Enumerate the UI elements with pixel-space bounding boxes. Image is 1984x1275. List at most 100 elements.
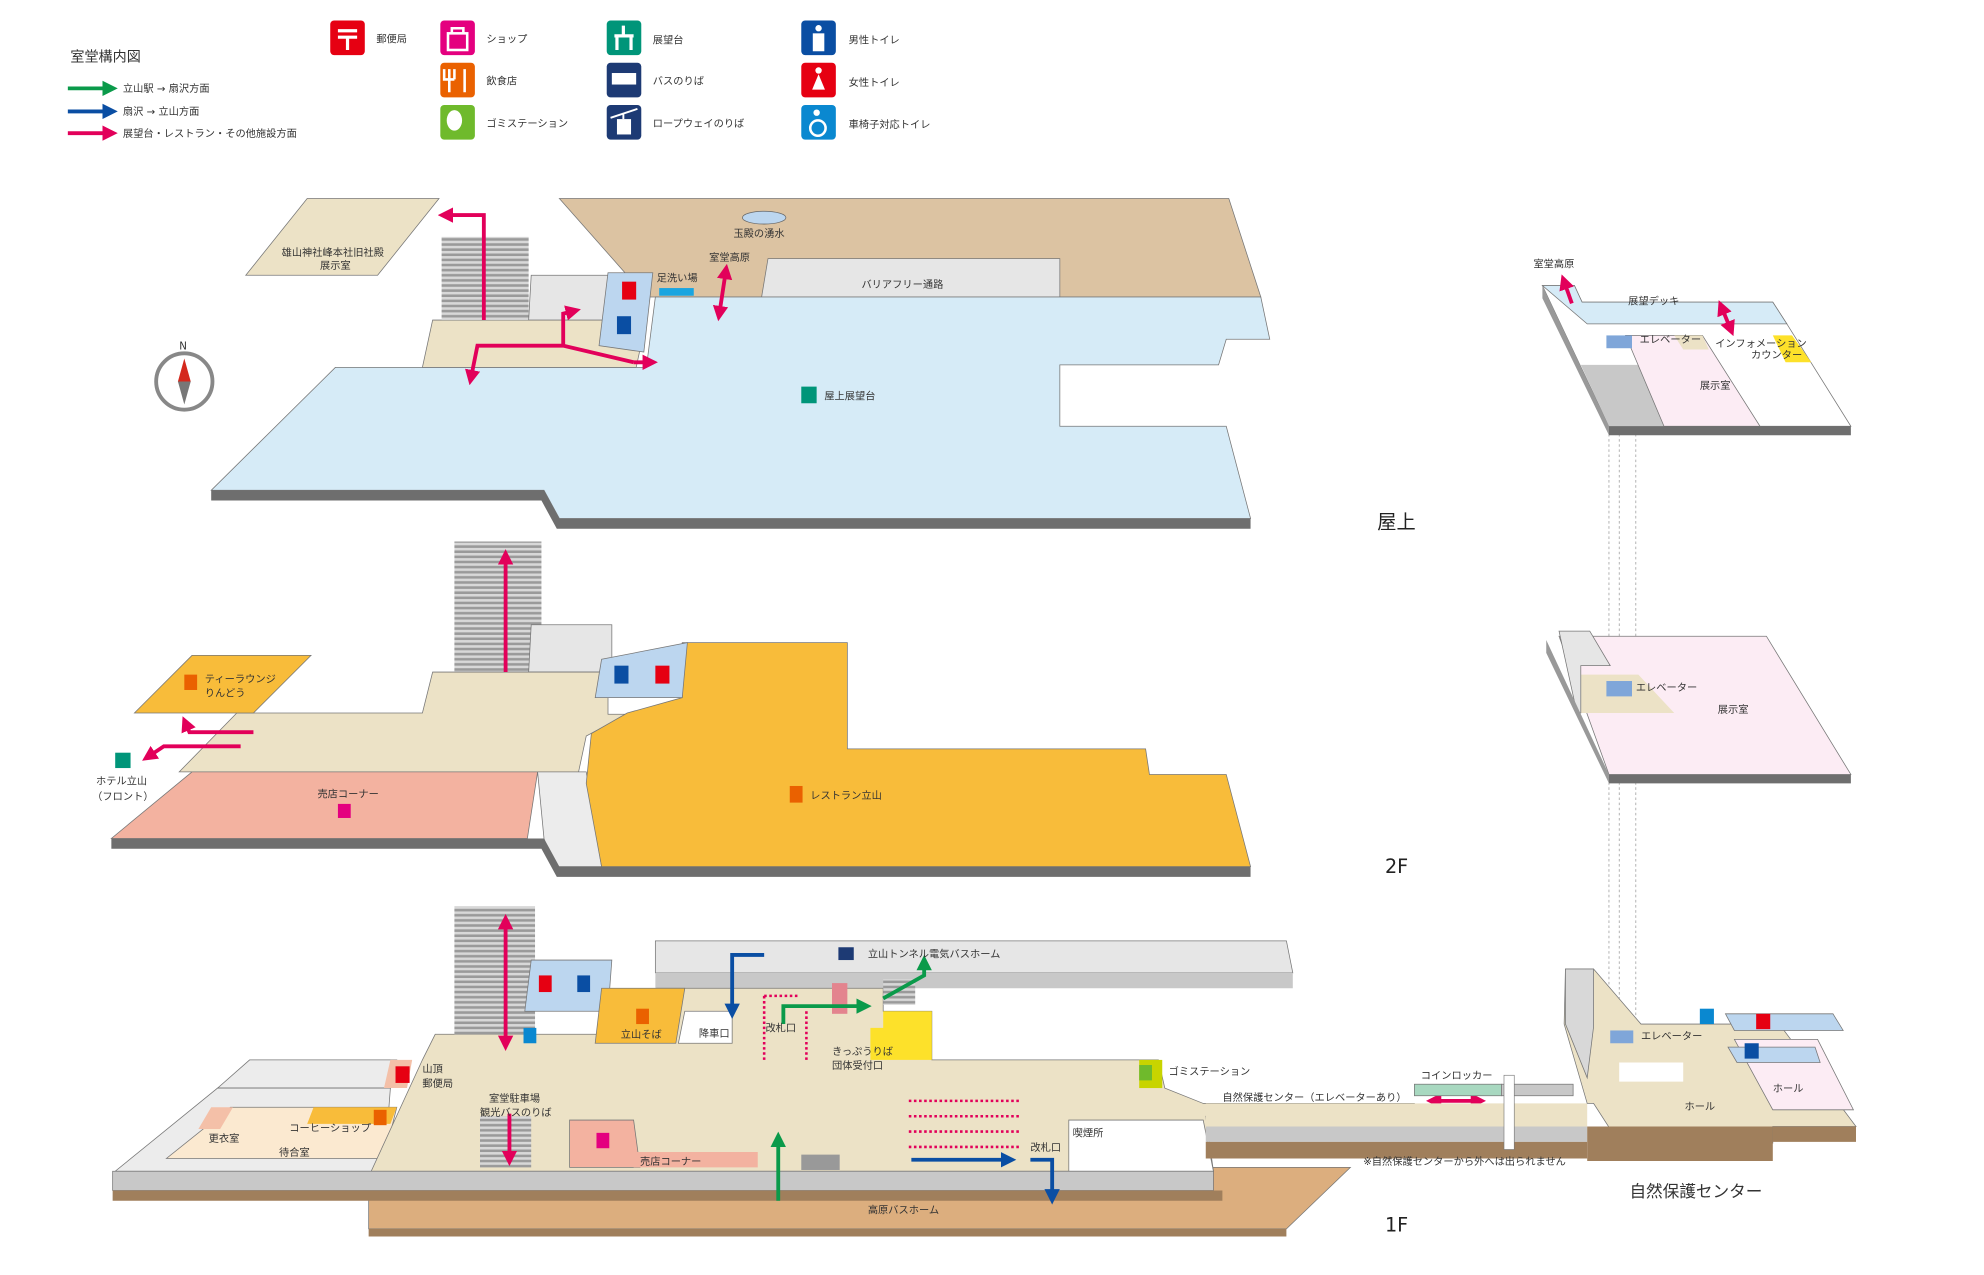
restaurant-icon	[373, 1109, 387, 1126]
parking-label: 室堂駐車場	[489, 1092, 540, 1105]
legend-label: 車椅子対応トイレ	[849, 118, 931, 131]
mens-toilet-icon	[616, 316, 632, 335]
soba-label: 立山そば	[621, 1028, 662, 1041]
legend-mens-toilet: 男性トイレ	[801, 20, 900, 56]
legend-ropeway: ロープウェイのりば	[606, 105, 745, 140]
tunnel-bus-label: 立山トンネル電気バスホーム	[868, 948, 1001, 961]
elevator-label: エレベーター	[1636, 682, 1697, 694]
legend-label: バスのりば	[653, 76, 704, 88]
legend-post-office: 郵便局	[330, 20, 407, 56]
route-label: 扇沢 → 立山方面	[123, 105, 200, 118]
legend-label: ゴミステーション	[486, 117, 568, 130]
route-legend-green: 立山駅 → 扇沢方面	[67, 80, 210, 97]
ticket-office-label: きっぷうりば	[832, 1046, 893, 1058]
bus-icon	[838, 947, 854, 961]
observatory-icon	[801, 386, 817, 404]
ticket-gate-label-2: 改札口	[1030, 1141, 1061, 1154]
tea-lounge-label: ティーラウンジ	[205, 673, 276, 685]
legend-label: ロープウェイのりば	[653, 118, 745, 130]
group-reception-label: 団体受付口	[832, 1059, 883, 1072]
floor-label-2f: 2F	[1385, 855, 1408, 878]
legend-womens-toilet: 女性トイレ	[801, 62, 900, 98]
legend-label: 郵便局	[376, 32, 407, 45]
mens-toilet-icon	[614, 665, 629, 684]
garbage-station-icon	[1139, 1065, 1152, 1081]
information-label: インフォメーション	[1715, 338, 1807, 350]
counter-label: カウンター	[1751, 349, 1802, 361]
restaurant-label: レストラン立山	[810, 789, 882, 802]
garbage-station-label: ゴミステーション	[1169, 1065, 1251, 1078]
womens-toilet-icon	[538, 975, 552, 993]
tunnel-bus-platform	[654, 940, 1294, 974]
rooftop-deck-label: 屋上展望台	[824, 389, 875, 402]
footbath	[659, 288, 694, 296]
elevator-label: エレベーター	[1640, 334, 1701, 346]
legend-label: 展望台	[653, 34, 684, 47]
waiting-room-label: 待合室	[279, 1146, 310, 1159]
mens-toilet-icon	[1744, 1043, 1759, 1059]
route-legend-pink: 展望台・レストラン・その他施設方面	[67, 125, 297, 141]
shop-corner-label: 売店コーナー	[317, 788, 378, 801]
legend-bus: バスのりば	[606, 62, 704, 98]
post-office-icon	[395, 1066, 410, 1083]
tea-lounge	[133, 655, 312, 714]
legend-title: 室堂構内図	[70, 49, 140, 66]
hall-label-2: ホール	[1773, 1083, 1804, 1095]
shrine-exhibit-room	[244, 198, 440, 276]
shrine-label: 雄山神社峰本社旧社殿	[282, 246, 384, 259]
route-legend-blue: 扇沢 → 立山方面	[67, 103, 200, 120]
observation-deck-label: 展望デッキ	[1628, 295, 1679, 308]
hotel-label: ホテル立山	[96, 775, 147, 788]
restaurant-icon	[789, 785, 803, 803]
womens-toilet-icon	[655, 665, 670, 684]
coin-locker-label: コインロッカー	[1421, 1070, 1493, 1082]
floor-2f: ティーラウンジ りんどう ホテル立山 （フロント） 売店コーナー レストラン立山…	[92, 541, 1408, 878]
footbath-label: 足洗い場	[657, 272, 698, 285]
shrine-label-2: 展示室	[320, 259, 351, 272]
shop-corner-2f	[110, 771, 539, 839]
exhibit-room-label: 展示室	[1718, 703, 1749, 716]
legend-label: ショップ	[486, 33, 528, 45]
smoking-area-label: 喫煙所	[1073, 1128, 1104, 1140]
legend-restaurant: 飲食店	[440, 62, 517, 98]
shop-icon	[337, 803, 351, 818]
pond-label: 玉殿の湧水	[733, 228, 784, 240]
legend-label: 飲食店	[486, 75, 517, 88]
tea-lounge-label-2: りんどう	[205, 687, 246, 699]
changing-room-label: 更衣室	[209, 1132, 240, 1145]
legend-label: 女性トイレ	[849, 76, 900, 89]
legend-label: 男性トイレ	[849, 34, 900, 47]
murodo-plateau-label: 室堂高原	[709, 251, 750, 264]
route-label: 展望台・レストラン・その他施設方面	[123, 127, 297, 140]
legend-garbage: ゴミステーション	[440, 105, 568, 140]
route-label: 立山駅 → 扇沢方面	[123, 82, 210, 95]
post-office-label-2: 郵便局	[422, 1077, 453, 1090]
legend-wheelchair-toilet: 車椅子対応トイレ	[801, 105, 931, 140]
nature-center-path-label: 自然保護センター（エレベーターあり）	[1222, 1091, 1406, 1104]
barrier-free-path-label: バリアフリー通路	[861, 278, 943, 291]
hotel-icon	[115, 752, 131, 769]
hotel-label-2: （フロント）	[92, 791, 153, 803]
restaurant-icon	[184, 674, 198, 690]
wheelchair-toilet-icon	[1699, 1008, 1714, 1025]
restaurant-tateyama	[585, 642, 1252, 868]
hall-label: ホール	[1684, 1101, 1715, 1113]
ticket-gate-label: 改札口	[765, 1022, 796, 1035]
tour-bus-label: 観光バスのりば	[480, 1106, 552, 1119]
legend-shop: ショップ	[440, 20, 528, 56]
restaurant-icon	[636, 1008, 649, 1025]
floor-roof: 雄山神社峰本社旧社殿 展示室 玉殿の湧水 室堂高原 足洗い場 バリアフリー通路 …	[210, 198, 1416, 534]
legend-observatory: 展望台	[606, 20, 684, 56]
coffee-shop-label: コーヒーショップ	[289, 1123, 371, 1135]
post-office-label: 山頂	[422, 1064, 442, 1076]
ticket-office	[870, 1011, 932, 1060]
exhibit-room-label: 展示室	[1700, 379, 1731, 392]
compass-north-label: N	[179, 341, 187, 353]
elevator-label: エレベーター	[1641, 1030, 1702, 1042]
nature-center: 室堂高原 展望デッキ エレベーター インフォメーション カウンター 展示室 エレ…	[1533, 258, 1857, 1201]
legend: 室堂構内図 立山駅 → 扇沢方面 扇沢 → 立山方面 展望台・レストラン・その他…	[67, 20, 931, 141]
wheelchair-toilet-icon	[523, 1027, 537, 1044]
murodo-plateau-label: 室堂高原	[1533, 258, 1574, 271]
exit-note: ※自然保護センターから外へは出られません	[1363, 1155, 1566, 1168]
